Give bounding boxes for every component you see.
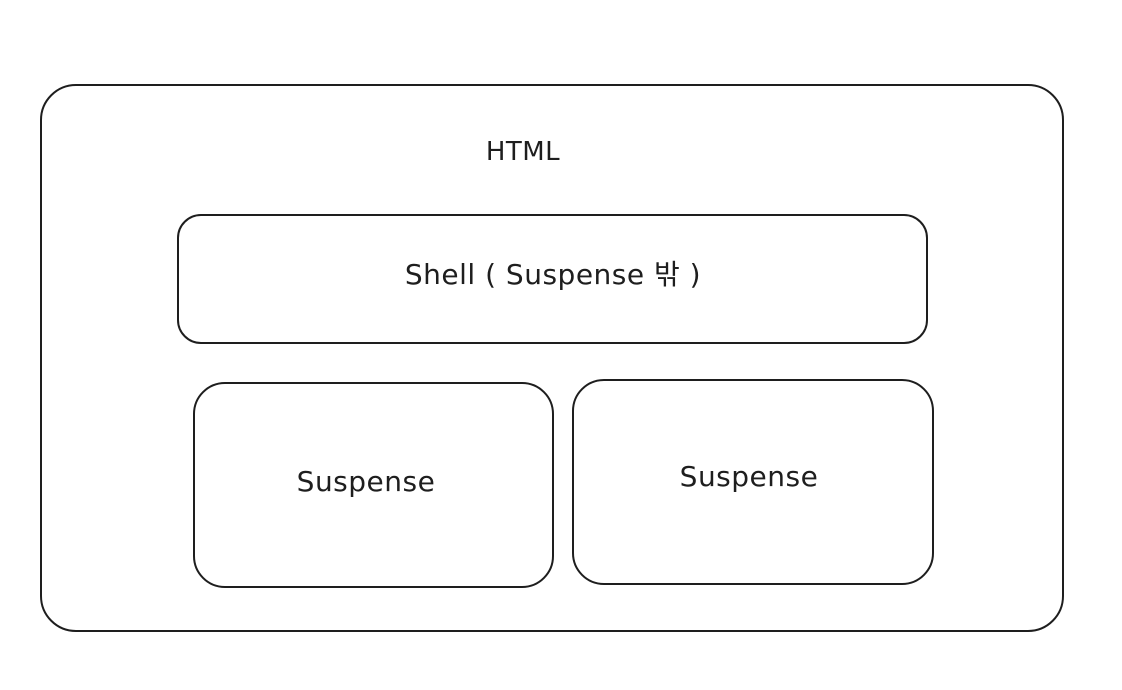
suspense-box-right [572,379,934,585]
suspense-label-right: Suspense [679,460,819,493]
suspense-label-left: Suspense [296,465,436,498]
suspense-box-left [193,382,554,588]
html-label: HTML [485,137,561,167]
html-container-box [40,84,1064,632]
shell-box [177,214,928,344]
shell-label: Shell ( Suspense 밖 ) [404,258,702,291]
